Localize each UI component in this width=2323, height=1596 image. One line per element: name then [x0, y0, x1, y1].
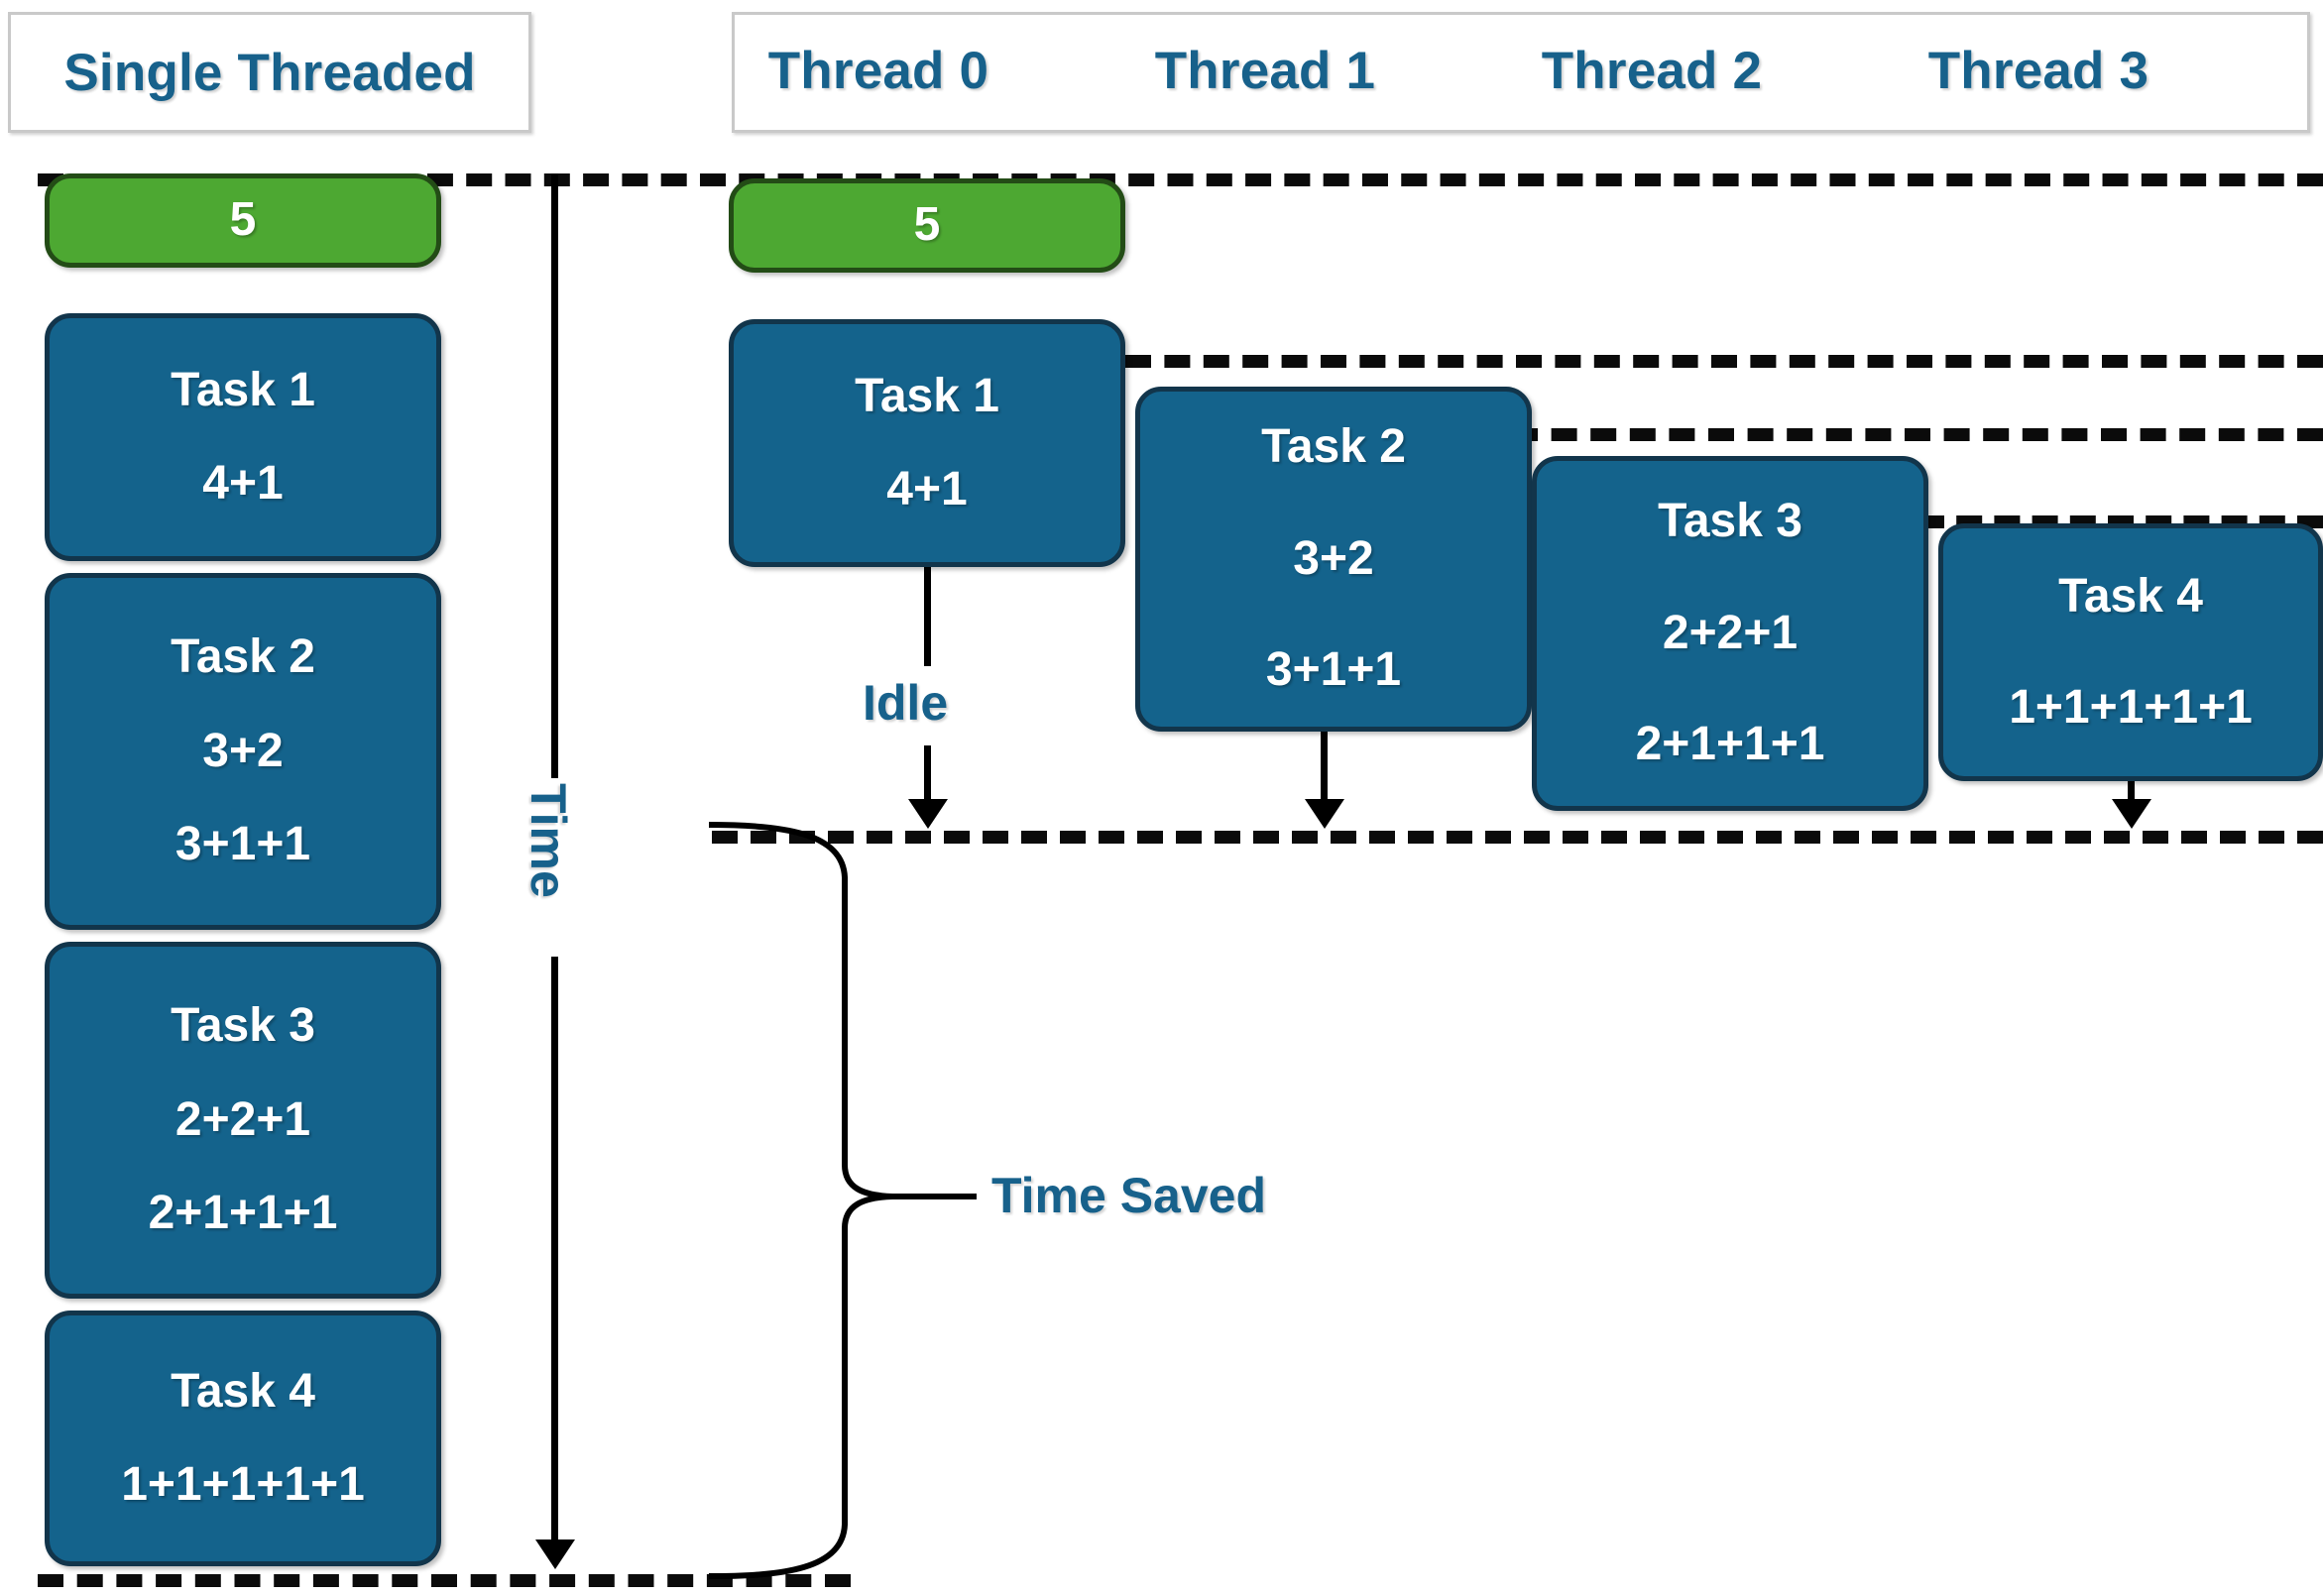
single-task-1-block: Task 1 4+1	[45, 313, 441, 561]
thread-1-header-label: Thread 1	[1154, 42, 1376, 100]
dashed-line-single-end	[38, 1574, 851, 1587]
single-task-4-detail-1: 1+1+1+1+1	[121, 1458, 365, 1511]
time-axis-line-upper	[551, 173, 558, 778]
thread-0-task-1-block: Task 1 4+1	[729, 319, 1125, 567]
thread-0-task-1-title: Task 1	[855, 369, 999, 422]
thread-3-finish-line	[2128, 781, 2135, 811]
thread-2-task-3-detail-2: 2+1+1+1	[1635, 718, 1825, 771]
thread-2-task-3-title: Task 3	[1658, 495, 1802, 548]
single-threaded-header-label: Single Threaded	[63, 43, 476, 102]
time-axis-label: Time	[521, 783, 576, 898]
single-task-2-block: Task 2 3+2 3+1+1	[45, 573, 441, 930]
thread-1-task-2-detail-1: 3+2	[1293, 531, 1374, 585]
single-task-4-block: Task 4 1+1+1+1+1	[45, 1311, 441, 1566]
single-threaded-header-box: Single Threaded	[8, 12, 531, 133]
time-saved-label: Time Saved	[991, 1168, 1267, 1223]
thread-0-header-label: Thread 0	[767, 42, 989, 100]
single-overhead-value: 5	[229, 193, 257, 247]
thread-0-overhead-block: 5	[729, 178, 1125, 273]
thread-1-task-2-detail-2: 3+1+1	[1265, 643, 1402, 697]
thread-1-task-2-block: Task 2 3+2 3+1+1	[1135, 387, 1532, 732]
thread-0-overhead-value: 5	[913, 198, 941, 252]
dashed-line-task2-end	[1512, 428, 2323, 441]
single-task-1-detail-1: 4+1	[202, 457, 284, 510]
single-task-3-detail-2: 2+1+1+1	[148, 1187, 338, 1240]
thread-2-task-3-detail-1: 2+2+1	[1662, 606, 1799, 659]
thread-3-header-label: Thread 3	[1927, 42, 2149, 100]
thread-2-task-3-block: Task 3 2+2+1 2+1+1+1	[1532, 456, 1928, 811]
thread-0-idle-line-upper	[924, 567, 931, 666]
time-axis-line-lower	[551, 957, 558, 1541]
threads-header-box: Thread 0 Thread 1 Thread 2 Thread 3	[732, 12, 2310, 133]
single-task-1-title: Task 1	[171, 363, 315, 416]
time-axis-arrowhead	[535, 1539, 575, 1569]
single-overhead-block: 5	[45, 173, 441, 268]
thread-1-task-2-title: Task 2	[1261, 420, 1406, 474]
single-task-3-title: Task 3	[171, 999, 315, 1053]
thread-1-finish-arrowhead	[1305, 799, 1344, 829]
thread-0-idle-line-lower	[924, 745, 931, 805]
thread-3-task-4-title: Task 4	[2058, 569, 2203, 623]
single-task-2-title: Task 2	[171, 630, 315, 684]
thread-2-header-label: Thread 2	[1541, 42, 1763, 100]
thread-3-finish-arrowhead	[2112, 799, 2151, 829]
single-task-2-detail-1: 3+2	[202, 724, 284, 777]
dashed-line-task1-end	[1125, 355, 2323, 368]
single-task-3-detail-1: 2+2+1	[174, 1092, 311, 1146]
single-task-2-detail-2: 3+1+1	[174, 818, 311, 871]
single-task-3-block: Task 3 2+2+1 2+1+1+1	[45, 942, 441, 1299]
thread-3-task-4-block: Task 4 1+1+1+1+1	[1938, 523, 2323, 781]
dashed-line-start	[38, 173, 2323, 186]
thread-3-task-4-detail-1: 1+1+1+1+1	[2009, 681, 2253, 734]
time-saved-brace-path	[708, 822, 893, 1579]
thread-1-finish-line	[1321, 732, 1328, 801]
thread-0-idle-label: Idle	[863, 675, 949, 731]
thread-0-task-1-detail-1: 4+1	[886, 463, 968, 515]
dashed-line-parallel-end	[712, 831, 2323, 844]
single-task-4-title: Task 4	[171, 1364, 315, 1418]
thread-0-idle-arrowhead	[908, 799, 948, 829]
